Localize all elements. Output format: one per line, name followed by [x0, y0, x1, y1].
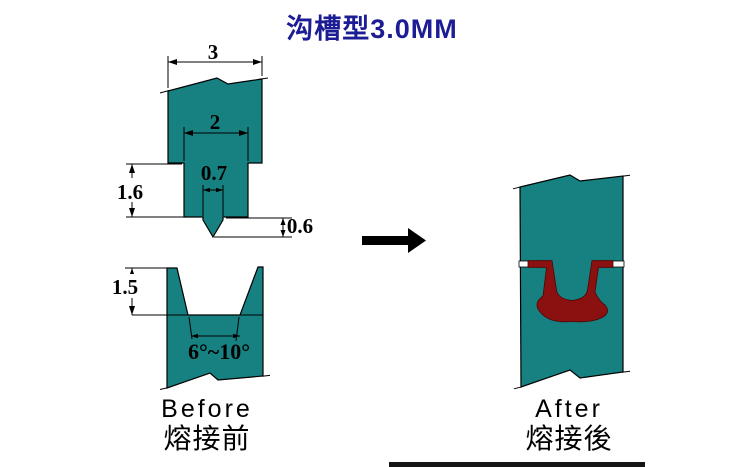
break-line-overshoot	[256, 77, 269, 81]
break-line-overshoot	[621, 174, 631, 177]
dim-label-mid-width: 2	[210, 110, 221, 134]
lower-workpiece	[132, 266, 271, 390]
arrowhead	[280, 230, 286, 237]
arrowhead	[233, 333, 240, 339]
welded-assembly-shape	[519, 174, 624, 388]
dim-label-tip-width: 0.7	[201, 161, 227, 185]
upper-workpiece-shape	[167, 77, 263, 239]
before-label-en: Before	[161, 395, 253, 423]
arrowhead	[239, 130, 248, 136]
dim-label-tip-height: 0.6	[287, 214, 313, 238]
label-backplate	[108, 274, 143, 298]
break-line-overshoot	[512, 186, 522, 190]
dim-top-width: 3	[167, 40, 263, 88]
seam-gap-left	[518, 260, 530, 268]
arrowhead	[129, 306, 135, 315]
break-line-overshoot	[261, 374, 271, 377]
bottom-bar	[389, 462, 645, 467]
arrowhead	[168, 59, 177, 65]
after-caption: After 熔接後	[489, 396, 649, 454]
wall-extension-line	[188, 316, 193, 340]
dim-label-mid-height: 1.6	[117, 180, 143, 204]
seam-gap-right	[611, 260, 625, 268]
weld-bead-shape	[527, 260, 614, 323]
after-label-en: After	[535, 395, 603, 423]
upper-workpiece	[159, 77, 269, 239]
break-line-overshoot	[159, 387, 169, 390]
arrowhead	[253, 59, 262, 65]
arrowhead	[280, 218, 286, 225]
arrowhead	[129, 208, 135, 217]
arrowhead	[203, 187, 210, 193]
break-line-overshoot	[159, 90, 170, 94]
dim-mid-width: 2	[183, 110, 249, 161]
arrowhead	[184, 130, 193, 136]
dim-mid-height: 1.6	[114, 163, 201, 218]
before-label-zh: 熔接前	[163, 423, 251, 454]
lower-workpiece-shape	[166, 266, 264, 389]
dim-groove-depth: 1.5	[108, 267, 175, 315]
arrowhead	[191, 333, 198, 339]
break-line-overshoot	[621, 370, 631, 373]
dim-label-top-width: 3	[208, 40, 219, 64]
break-line-overshoot	[513, 386, 523, 390]
transition-arrow-icon	[362, 228, 426, 253]
arrowhead	[216, 187, 223, 193]
dim-label-groove-angle: 6°~10°	[188, 339, 250, 364]
arrowhead	[129, 164, 135, 173]
after-label-zh: 熔接後	[525, 423, 613, 454]
dim-tip-width: 0.7	[201, 161, 227, 216]
welded-assembly	[512, 174, 631, 390]
page-title: 沟槽型3.0MM	[286, 14, 458, 44]
dim-groove-angle: 6°~10°	[188, 333, 250, 364]
dim-tip-height: 0.6	[214, 214, 313, 238]
label-backplate	[114, 178, 147, 202]
dim-label-groove-depth: 1.5	[112, 275, 138, 299]
before-caption: Before 熔接前	[127, 396, 287, 454]
